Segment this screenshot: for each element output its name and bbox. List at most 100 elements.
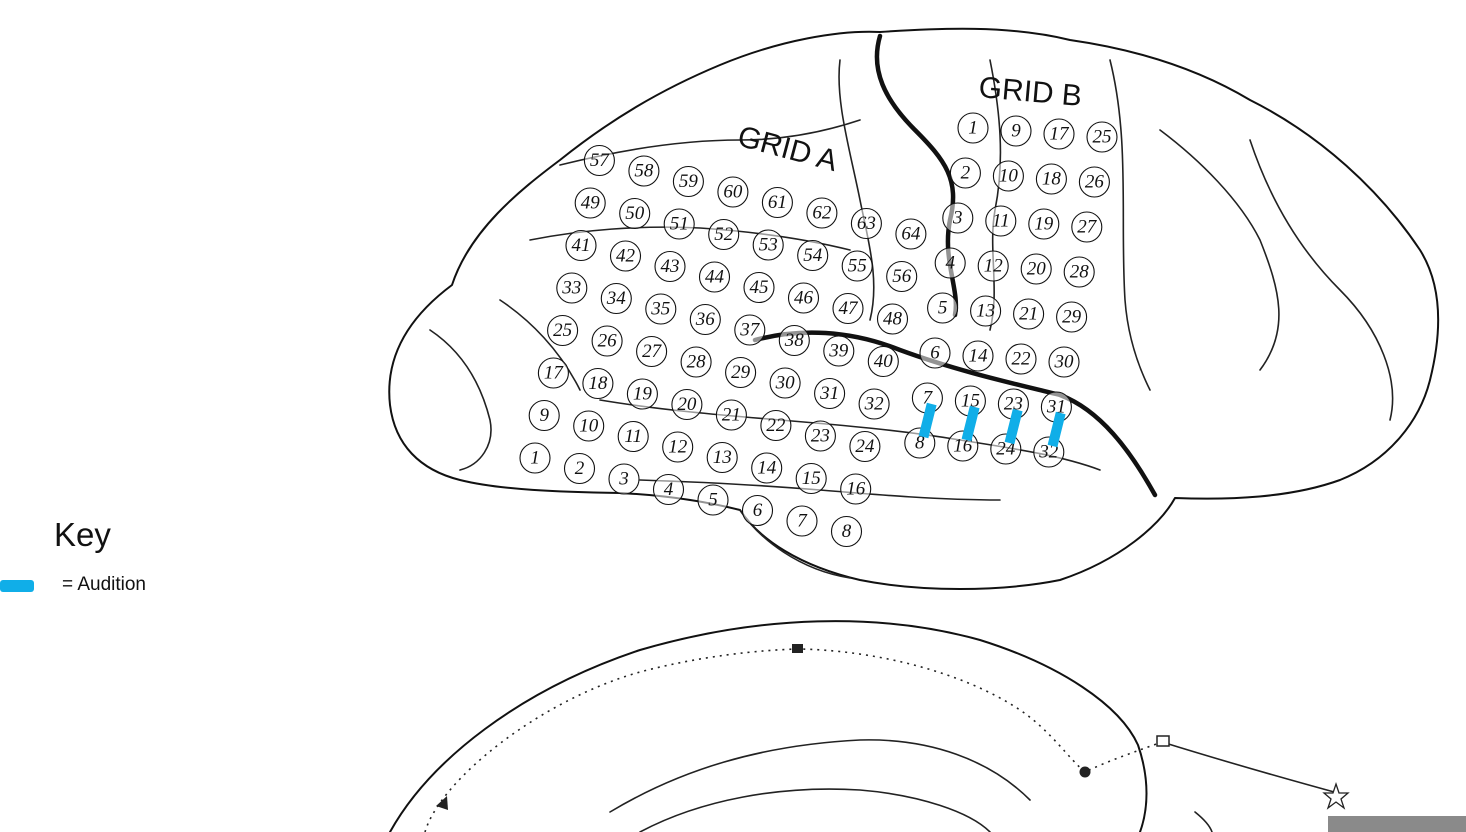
grid-a-electrode-circle	[565, 229, 597, 262]
grid-b-electrode-label: 12	[984, 256, 1004, 277]
grid-a-electrode-circle	[697, 484, 729, 516]
grid-a-electrode: 25	[547, 314, 579, 347]
grid-a-electrode-label: 45	[750, 277, 769, 298]
grid-b-electrode-label: 14	[969, 346, 989, 367]
grid-a-electrode: 56	[886, 260, 918, 293]
grid-a-electrode: 15	[795, 462, 827, 495]
grid-a-electrode-label: 36	[695, 309, 716, 330]
grid-a-electrode: 20	[671, 388, 703, 421]
medial-brain-outline	[389, 620, 1148, 832]
grid-a-electrode-label: 62	[812, 203, 832, 224]
medial-lower-line	[639, 788, 991, 832]
grid-a-electrode-circle	[528, 399, 560, 432]
grid-a-electrode: 29	[725, 356, 757, 389]
grid-a-electrode: 11	[617, 420, 649, 453]
grid-a-electrode: 5	[697, 484, 729, 516]
grid-a-electrode-label: 53	[759, 235, 778, 256]
grid-a-electrode: 17	[537, 357, 569, 389]
grid-a-electrode-label: 13	[713, 447, 732, 468]
grid-b-electrode: 4	[934, 247, 966, 279]
grid-a-electrode: 44	[698, 261, 731, 293]
grid-a-electrode-circle	[761, 186, 793, 219]
grid-a-electrode: 41	[565, 229, 597, 262]
grid-a-electrode-label: 11	[624, 426, 642, 447]
grid-a-electrode-circle	[832, 292, 864, 325]
grid-b-electrode-circle	[970, 295, 1002, 327]
grid-a-electrode-circle	[867, 345, 899, 378]
grid-a-electrode-label: 27	[642, 341, 663, 362]
grid-a-electrode-circle	[725, 356, 757, 389]
grid-a-electrode-label: 31	[819, 383, 839, 404]
grid-a-electrode: 50	[619, 197, 651, 230]
grid-a-electrode-label: 22	[766, 415, 786, 436]
grid-a-electrode-label: 48	[883, 309, 903, 330]
grid-b-electrode: 18	[1035, 163, 1067, 195]
grid-a-electrode-circle	[841, 250, 873, 282]
grid-a-electrode-circle	[680, 346, 712, 378]
grid-a-electrode-label: 10	[579, 416, 599, 437]
grid-a-electrode-label: 26	[598, 331, 618, 352]
grid-b-electrode-label: 22	[1012, 349, 1032, 370]
grid-b-electrode-label: 6	[930, 343, 940, 364]
grid-a-electrode: 54	[797, 239, 829, 272]
grid-a-electrode: 9	[528, 399, 560, 432]
grid-a-electrode-circle	[672, 165, 704, 198]
audition-markers	[918, 402, 1066, 448]
grid-a-electrode-circle	[636, 335, 668, 368]
grid-b-electrode-label: 5	[938, 298, 948, 319]
grid-a-electrode-label: 2	[575, 458, 585, 479]
grid-a-electrode-label: 60	[723, 182, 743, 203]
grid-a-electrode: 52	[708, 218, 740, 251]
grid-a-electrode-label: 55	[848, 256, 867, 277]
grid-a-electrode-circle	[645, 293, 677, 325]
grid-a-electrode: 13	[706, 441, 738, 474]
medial-marker-square-filled	[792, 644, 803, 653]
grid-a-electrode-circle	[840, 473, 872, 505]
grid-a-electrode: 24	[849, 430, 881, 463]
grid-a-electrode: 27	[636, 335, 668, 368]
grid-b-label: GRID B	[977, 71, 1083, 113]
medial-dotted-path	[424, 648, 1163, 832]
grid-a-electrode-label: 23	[811, 426, 830, 447]
grid-a-electrode-label: 7	[797, 511, 808, 532]
grid-b-electrode-label: 3	[952, 208, 963, 229]
grid-b-electrode-label: 8	[915, 433, 925, 454]
grid-a-electrode-circle	[886, 260, 918, 293]
grid-a-electrode-circle	[628, 155, 660, 187]
grid-a-electrode-label: 24	[855, 436, 875, 457]
grid-a-electrode-circle	[786, 505, 818, 537]
grid-b-electrode-label: 28	[1070, 262, 1090, 283]
grid-b-electrode: 22	[1005, 343, 1037, 375]
grid-a-electrode: 59	[672, 165, 704, 198]
grid-b-electrode-circle	[1078, 166, 1110, 198]
grid-a-electrode: 37	[734, 314, 766, 346]
medial-marker-triangle	[436, 796, 448, 810]
grid-a-electrode-circle	[537, 357, 569, 389]
grid-a-electrode: 38	[778, 324, 810, 357]
grid-a-electrode: 62	[806, 197, 838, 229]
occipital-sulcus	[1249, 139, 1394, 421]
grid-a-electrode-label: 54	[803, 245, 823, 266]
grid-b-electrode: 11	[985, 205, 1017, 237]
grid-a-electrode: 26	[591, 325, 623, 357]
grid-b-electrode-circle	[919, 337, 951, 369]
medial-marker-dot	[1079, 766, 1091, 778]
grid-a-electrode-circle	[600, 282, 632, 315]
grid-a-electrode-circle	[751, 452, 783, 484]
grid-b-electrode-label: 20	[1027, 259, 1047, 280]
grid-a-electrode: 51	[663, 208, 695, 240]
grid-a-electrode-label: 29	[731, 362, 751, 383]
grid-a-electrode-circle	[671, 388, 703, 421]
grid-a-electrode-circle	[830, 515, 863, 548]
grid-b-electrode-circle	[1035, 163, 1067, 195]
grid-a-electrode-circle	[741, 494, 774, 527]
grid-a-electrode: 21	[715, 399, 747, 431]
grid-a-electrode: 57	[583, 144, 615, 177]
grid-b-electrode-label: 1	[968, 118, 978, 139]
grid-a-electrode: 3	[608, 463, 640, 495]
grid-b-electrode-label: 2	[961, 163, 971, 184]
grid-a-electrode-label: 43	[661, 256, 680, 277]
grid-b-electrode: 20	[1020, 253, 1052, 285]
grid-b-electrode-circle	[962, 340, 994, 372]
